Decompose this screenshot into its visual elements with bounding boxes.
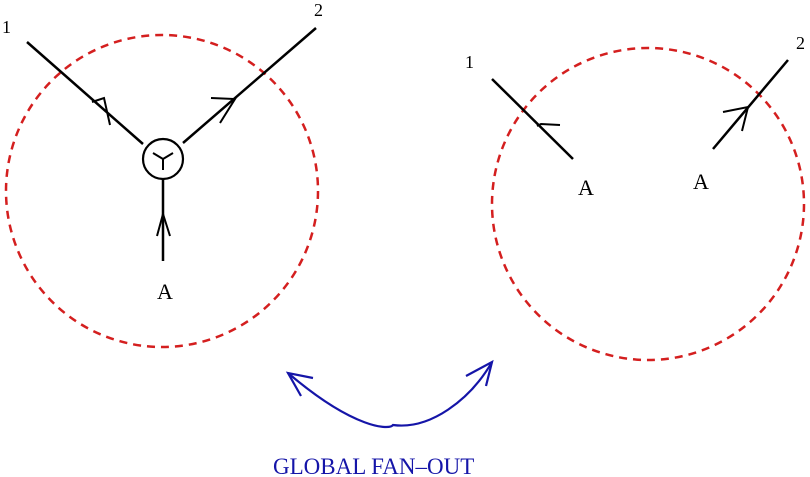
left-dashed-circle (4, 33, 320, 349)
left-leg-2-arrow (210, 97, 237, 124)
fanout-label: GLOBAL FAN–OUT (273, 454, 474, 477)
right-leg-2 (712, 59, 789, 150)
left-leg-2 (182, 27, 317, 144)
right-label-1: 1 (465, 52, 474, 72)
right-dashed-circle (490, 46, 806, 362)
fanout-right-arrowhead (465, 359, 494, 387)
right-label-A-1: A (578, 175, 594, 200)
left-panel: 1 2 A (2, 0, 323, 349)
right-label-2: 2 (796, 33, 805, 53)
right-label-A-2: A (693, 169, 709, 194)
fanout-curve (287, 361, 493, 429)
left-leg-A-arrow (156, 210, 171, 237)
right-leg-1 (491, 78, 574, 160)
fanout-connector: GLOBAL FAN–OUT (273, 359, 494, 477)
fanout-left-arrowhead (285, 371, 314, 397)
left-leg-1 (26, 41, 144, 145)
right-leg-2-arrow (722, 105, 750, 132)
left-leg-1-arrow (91, 96, 111, 126)
right-leg-1-arrow (536, 122, 561, 127)
left-label-1: 1 (2, 17, 11, 37)
left-label-A: A (157, 279, 173, 304)
trivalent-vertex-icon (141, 137, 185, 181)
left-label-2: 2 (314, 0, 323, 20)
right-panel: 1 2 A A (465, 33, 806, 362)
